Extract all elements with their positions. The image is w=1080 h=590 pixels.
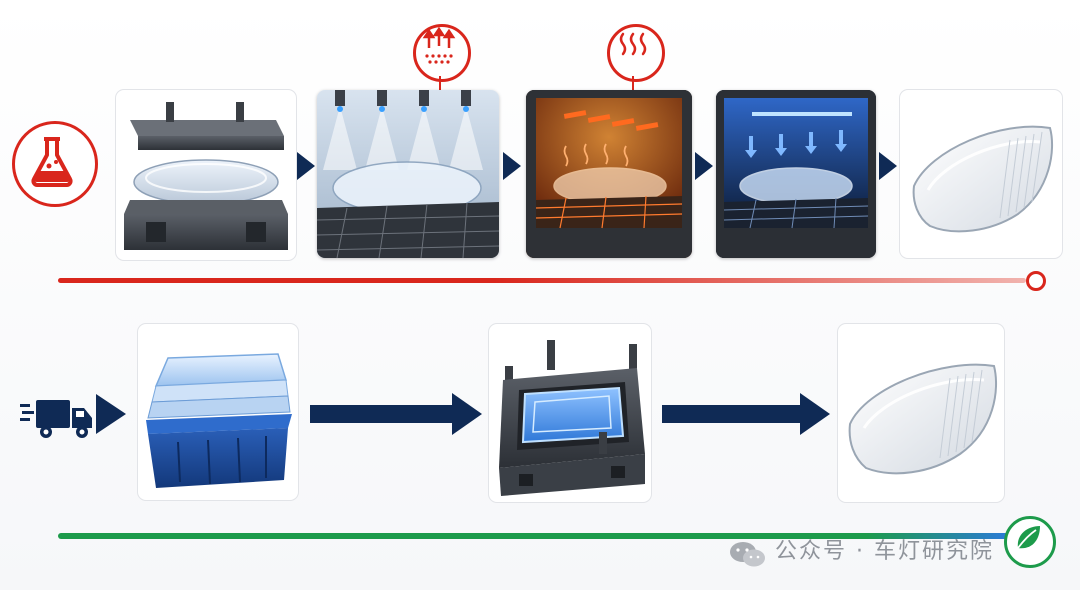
flow-arrow-5 bbox=[96, 394, 126, 434]
traditional-process-end-marker bbox=[1026, 271, 1046, 291]
flow-arrow-1 bbox=[297, 152, 315, 180]
spray-heat-icon bbox=[413, 24, 471, 82]
step-coating-spray-image bbox=[317, 90, 499, 258]
heat-pointer-arrow bbox=[632, 76, 634, 102]
traditional-process-line bbox=[58, 278, 1026, 283]
flow-arrow-7 bbox=[662, 405, 802, 423]
watermark-text: 公众号 · 车灯研究院 bbox=[775, 539, 994, 564]
flow-arrow-4 bbox=[879, 152, 897, 180]
precoated-lenses-crate-image bbox=[138, 324, 298, 500]
step-mold-image bbox=[116, 90, 296, 260]
insert-mold-image bbox=[489, 324, 651, 502]
flow-arrow-6 bbox=[310, 405, 454, 423]
flow-arrow-7-head bbox=[800, 393, 830, 435]
truck-icon bbox=[20, 396, 94, 442]
wechat-icon bbox=[728, 540, 768, 574]
finished-lens-image bbox=[900, 90, 1062, 258]
heat-waves-icon bbox=[607, 24, 665, 82]
flow-arrow-3 bbox=[695, 152, 713, 180]
step-heat-cure-image bbox=[526, 90, 692, 258]
finished-lens-image-2 bbox=[838, 324, 1004, 502]
step-cooling-image bbox=[716, 90, 876, 258]
green-process-line bbox=[58, 533, 1008, 539]
flow-arrow-6-head bbox=[452, 393, 482, 435]
flow-arrow-2 bbox=[503, 152, 521, 180]
eco-leaf-icon bbox=[1004, 516, 1056, 568]
flask-icon bbox=[12, 121, 98, 207]
